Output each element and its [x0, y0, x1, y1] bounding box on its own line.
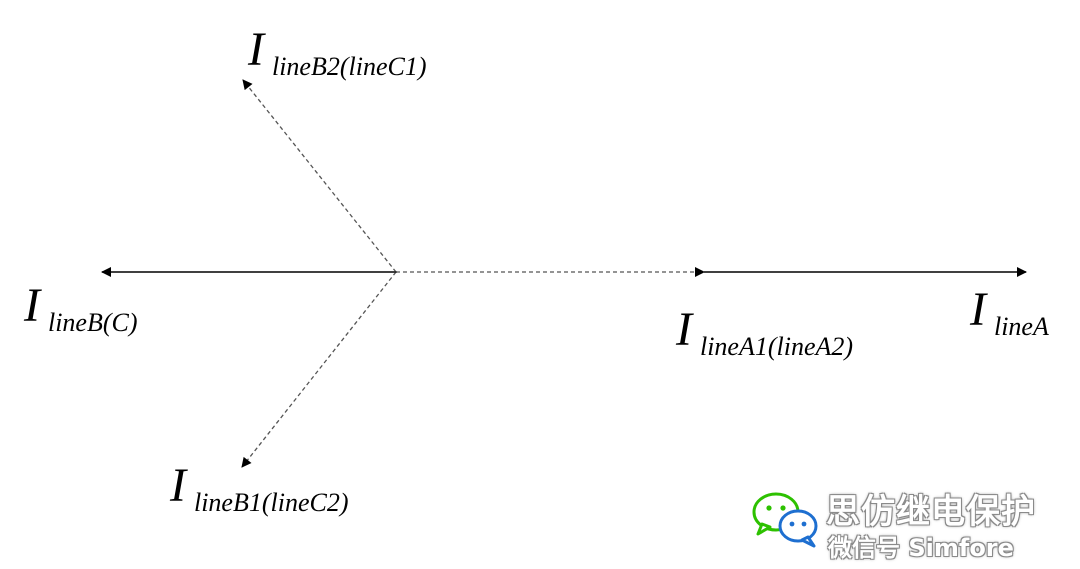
label-subscript: lineA1(lineA2) — [699, 332, 854, 361]
label-subscript: lineB(C) — [47, 308, 138, 337]
label-subscript: lineA — [993, 312, 1049, 341]
watermark-title: 思仿继电保护 — [826, 492, 1036, 532]
phasor-origin — [395, 271, 397, 273]
phasor-lineB2-lineC1 — [242, 79, 397, 273]
watermark: 思仿继电保护 微信号 Simfore — [752, 484, 1074, 564]
label-main: I — [970, 283, 986, 336]
label-main: I — [676, 303, 692, 356]
phasor-lineB1-lineC2 — [241, 271, 397, 468]
watermark-subtitle: 微信号 Simfore — [828, 534, 1014, 562]
label-subscript: lineB1(lineC2) — [193, 488, 349, 517]
wechat-icon — [752, 492, 818, 548]
label-main: I — [248, 23, 264, 76]
label-subscript: lineB2(lineC1) — [271, 52, 427, 81]
label-main: I — [24, 279, 40, 332]
label-main: I — [170, 459, 186, 512]
